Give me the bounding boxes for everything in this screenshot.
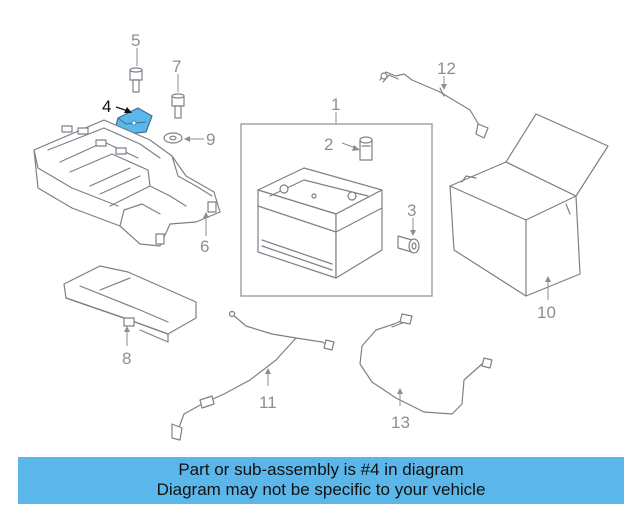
callout-9: 9: [206, 130, 215, 149]
cable-part-13[interactable]: [359, 313, 493, 415]
bracket-part-8[interactable]: [63, 265, 197, 343]
battery-tray-part-6[interactable]: [33, 119, 221, 247]
callout-10: 10: [537, 303, 556, 322]
parts-diagram: 5 7 9 4 6: [33, 31, 609, 441]
callout-2: 2: [324, 135, 333, 154]
callout-7: 7: [172, 57, 181, 76]
info-banner: Part or sub-assembly is #4 in diagram Di…: [18, 457, 624, 504]
cable-part-11[interactable]: [171, 310, 335, 441]
callout-13: 13: [391, 413, 410, 432]
battery-part-1[interactable]: [257, 167, 383, 279]
callout-3: 3: [407, 201, 416, 220]
callout-5: 5: [131, 31, 140, 50]
cable-part-12[interactable]: [379, 71, 489, 139]
callout-12: 12: [437, 59, 456, 78]
callout-11: 11: [259, 393, 277, 412]
banner-line-disclaimer: Diagram may not be specific to your vehi…: [156, 480, 486, 499]
callout-1: 1: [331, 95, 340, 114]
callout-4: 4: [102, 97, 111, 116]
bolt-part-7[interactable]: [171, 93, 185, 119]
callout-6: 6: [200, 237, 209, 256]
bolt-part-5[interactable]: [129, 67, 143, 93]
terminal-cap-part-2[interactable]: [359, 136, 373, 161]
banner-line-part-number: Part or sub-assembly is #4 in diagram: [178, 460, 464, 479]
bolt-part-3[interactable]: [397, 235, 420, 254]
battery-cover-part-10[interactable]: [449, 113, 609, 297]
callout-8: 8: [122, 349, 131, 368]
washer-part-9[interactable]: [163, 132, 183, 144]
